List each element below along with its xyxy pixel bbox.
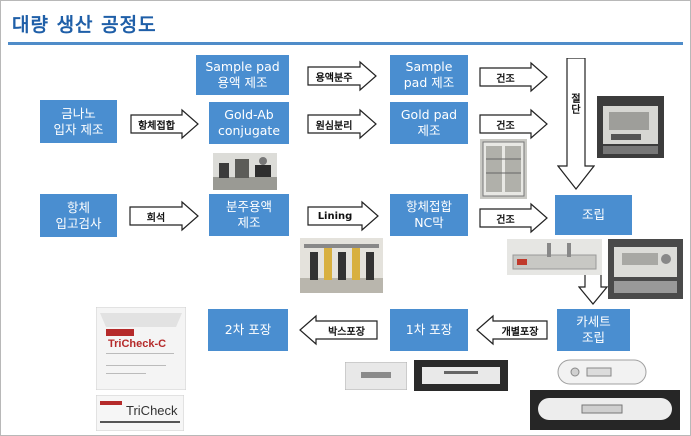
box-assembly: 조립 <box>555 195 632 235</box>
dispensing-lab-photo <box>213 153 277 190</box>
arrow-antibody-conjugation: 항체접합 <box>130 108 199 140</box>
arrow-box-packaging: 박스포장 <box>299 314 378 346</box>
box-dispense-solution: 분주용액 제조 <box>209 194 289 236</box>
arrow-label: 희석 <box>146 212 166 224</box>
arrow-lining: Lining <box>307 200 379 232</box>
drying-cabinet-photo <box>480 139 527 199</box>
pouch-photo-2 <box>414 360 508 391</box>
box-antibody-intake: 항체 입고검사 <box>40 194 117 237</box>
page-title: 대량 생산 공정도 <box>12 14 157 36</box>
arrow-label: 항체접합 <box>138 120 175 132</box>
product-box-photo: TriCheck-C <box>96 307 186 390</box>
box-secondary-packaging: 2차 포장 <box>208 309 288 351</box>
arrow-label: 건조 <box>496 73 515 85</box>
box-cassette-assembly: 카세트 조립 <box>557 309 630 351</box>
arrow-label: 박스포장 <box>328 326 365 338</box>
cassette-dark-photo <box>530 390 680 430</box>
cassette-photo <box>557 357 647 387</box>
box-sample-pad-solution: Sample pad 용액 제조 <box>196 55 289 95</box>
arrow-label: 원심분리 <box>315 120 353 132</box>
arrow-label: Lining <box>317 210 353 222</box>
arrow-label: 건조 <box>496 120 515 132</box>
title-underline <box>8 42 683 45</box>
cassette-machine-photo <box>608 239 683 299</box>
arrow-solution-dispensing: 용액분주 <box>307 60 377 92</box>
arrow-label: 용액분주 <box>315 72 353 84</box>
arrow-dilution: 희석 <box>129 200 199 232</box>
box-sample-pad: Sample pad 제조 <box>390 55 468 95</box>
arrow-drying-3: 건조 <box>479 202 548 234</box>
arrow-cutting-1: 절단 <box>557 58 595 190</box>
arrow-drying-2: 건조 <box>479 108 548 140</box>
arrow-drying-1: 건조 <box>479 61 548 93</box>
arrow-centrifugation: 원심분리 <box>307 108 377 140</box>
pouch-photo-1 <box>345 362 407 390</box>
lining-machine-photo <box>300 238 383 293</box>
arrow-label: 건조 <box>496 214 515 226</box>
box-gold-pad: Gold pad 제조 <box>390 102 468 144</box>
cutting-machine-photo <box>597 96 664 158</box>
box-gold-nano: 금나노 입자 제조 <box>40 100 117 143</box>
arrow-label: 개별포장 <box>501 326 539 338</box>
box-antibody-nc: 항체접합 NC막 <box>390 194 468 236</box>
arrow-label: 절단 <box>571 94 581 116</box>
product-brand-c: TriCheck-C <box>108 338 167 350</box>
product-pack-photo: TriCheck <box>96 395 184 431</box>
box-primary-packaging: 1차 포장 <box>390 309 468 351</box>
box-gold-ab: Gold-Ab conjugate <box>209 102 289 144</box>
arrow-individual-packaging: 개별포장 <box>476 314 548 346</box>
product-brand: TriCheck <box>126 403 178 418</box>
assembly-machine-photo <box>507 239 602 275</box>
